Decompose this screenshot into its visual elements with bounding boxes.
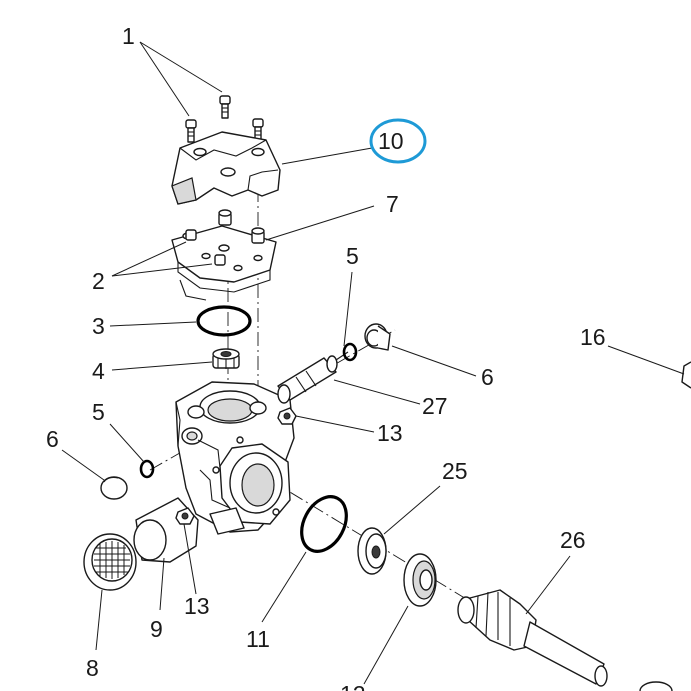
fitting-part-13-bottom [175, 507, 195, 525]
valve-seat-part-4 [212, 348, 240, 369]
label-part-12: 12 [340, 681, 366, 691]
label-part-5-right: 5 [346, 243, 359, 269]
label-part-11: 11 [246, 626, 270, 652]
label-part-27: 27 [422, 393, 448, 419]
cap-part-6-left [100, 476, 128, 500]
valve-plate-part-7 [171, 209, 277, 301]
bearing-part-25 [357, 527, 387, 575]
shaft-part-26 [457, 589, 673, 691]
part-labels: 1 10 7 2 5 16 3 4 6 27 5 13 6 25 26 13 9… [46, 23, 606, 691]
label-part-4: 4 [92, 358, 105, 384]
o-ring-part-5-left [139, 459, 155, 479]
seal-part-12 [403, 553, 437, 607]
label-part-1: 1 [122, 23, 135, 49]
label-part-26: 26 [560, 527, 586, 553]
label-part-3: 3 [92, 313, 105, 339]
label-part-13-top: 13 [377, 420, 403, 446]
label-part-10: 10 [378, 128, 404, 154]
leader-lines [61, 41, 685, 685]
part-16 [681, 361, 691, 389]
label-part-6-right: 6 [481, 364, 494, 390]
label-part-2: 2 [92, 268, 105, 294]
filter-screen-part-8 [83, 533, 137, 591]
label-part-7: 7 [386, 191, 399, 217]
bushing-part-2 [185, 209, 265, 266]
o-ring-part-11 [300, 495, 348, 553]
o-ring-part-5-right [342, 342, 358, 362]
label-part-5-left: 5 [92, 399, 105, 425]
label-part-25: 25 [442, 458, 468, 484]
label-part-8: 8 [86, 655, 99, 681]
fitting-part-13-top [277, 407, 297, 425]
label-part-9: 9 [150, 616, 163, 642]
highlight-circle [369, 118, 427, 164]
pump-housing [175, 381, 295, 535]
label-part-6-left: 6 [46, 426, 59, 452]
unloader-valve-part-27 [277, 351, 349, 404]
label-part-16: 16 [580, 324, 606, 350]
cap-part-6-right [364, 323, 391, 351]
cover-block-part-10 [171, 131, 281, 205]
label-part-13-bottom: 13 [184, 593, 210, 619]
o-ring-part-3 [196, 305, 252, 337]
